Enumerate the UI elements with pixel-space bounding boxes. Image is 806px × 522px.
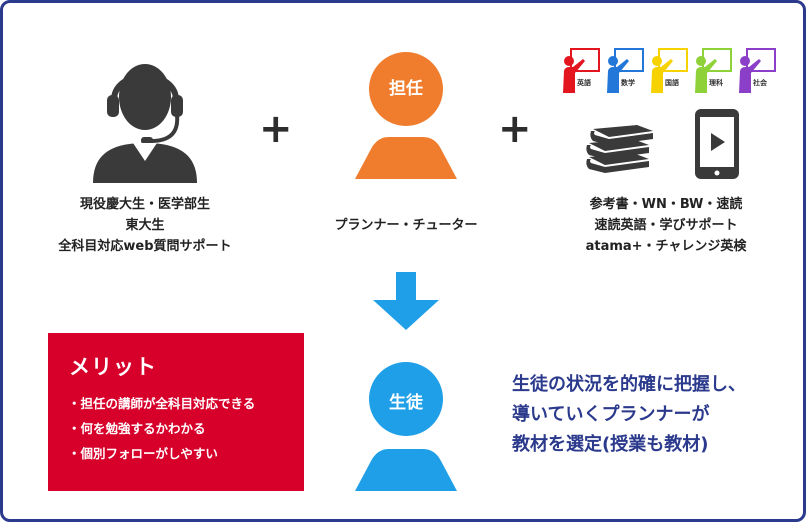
subject-math-icon: 数学	[605, 47, 645, 99]
merit-list: 担任の講師が全科目対応できる 何を勉強するかわかる 個別フォローがしやすい	[68, 391, 256, 466]
subject-icons: 英語 数学 国語 理科	[561, 47, 776, 95]
tutor-label: 担任	[389, 79, 423, 99]
subject-japanese-label: 国語	[665, 79, 679, 87]
subject-science-label: 理科	[709, 79, 723, 87]
subject-social-label: 社会	[753, 79, 767, 87]
merit-item: 担任の講師が全科目対応できる	[68, 391, 256, 416]
subject-english-label: 英語	[577, 79, 591, 87]
support-caption-line-1: 現役慶大生・医学部生	[79, 197, 210, 212]
materials-caption-line-3: atama+・チャレンジ英検	[585, 239, 747, 254]
subject-science-icon: 理科	[693, 47, 733, 99]
down-arrow-icon	[373, 272, 439, 330]
plus-sign-1: +	[259, 106, 293, 152]
subject-english-icon: 英語	[561, 47, 601, 99]
tutor-caption-text: プランナー・チューター	[334, 218, 478, 233]
summary-line-1: 生徒の状況を的確に把握し、	[512, 374, 746, 395]
subject-math-label: 数学	[621, 79, 635, 87]
headset-support-icon	[93, 64, 197, 183]
support-caption: 現役慶大生・医学部生 東大生 全科目対応web質問サポート	[35, 194, 255, 257]
materials-caption: 参考書・WN・BW・速読 速読英語・学びサポート atama+・チャレンジ英検	[556, 194, 776, 257]
plus-sign-2: +	[498, 106, 532, 152]
student-label: 生徒	[389, 393, 423, 413]
subject-japanese-icon: 国語	[649, 47, 689, 99]
support-caption-line-2: 東大生	[125, 218, 165, 233]
tutor-caption: プランナー・チューター	[316, 215, 496, 236]
summary-line-2: 導いていくプランナーが	[512, 404, 710, 425]
merit-box: メリット 担任の講師が全科目対応できる 何を勉強するかわかる 個別フォローがしや…	[48, 333, 304, 491]
merit-item: 個別フォローがしやすい	[68, 441, 255, 466]
student-figure	[355, 362, 457, 491]
support-caption-line-3: 全科目対応web質問サポート	[58, 239, 232, 254]
tutor-figure	[355, 52, 457, 179]
materials-caption-line-2: 速読英語・学びサポート	[594, 218, 738, 233]
summary-line-3: 教材を選定(授業も教材)	[512, 434, 709, 455]
summary-text: 生徒の状況を的確に把握し、 導いていくプランナーが 教材を選定(授業も教材)	[512, 370, 746, 460]
book-stack-icon	[586, 125, 653, 173]
tablet-icon	[695, 109, 739, 179]
materials-caption-line-1: 参考書・WN・BW・速読	[589, 197, 743, 212]
merit-item: 何を勉強するかわかる	[68, 416, 255, 441]
subject-social-icon: 社会	[737, 47, 777, 99]
merit-title: メリット	[69, 355, 157, 379]
